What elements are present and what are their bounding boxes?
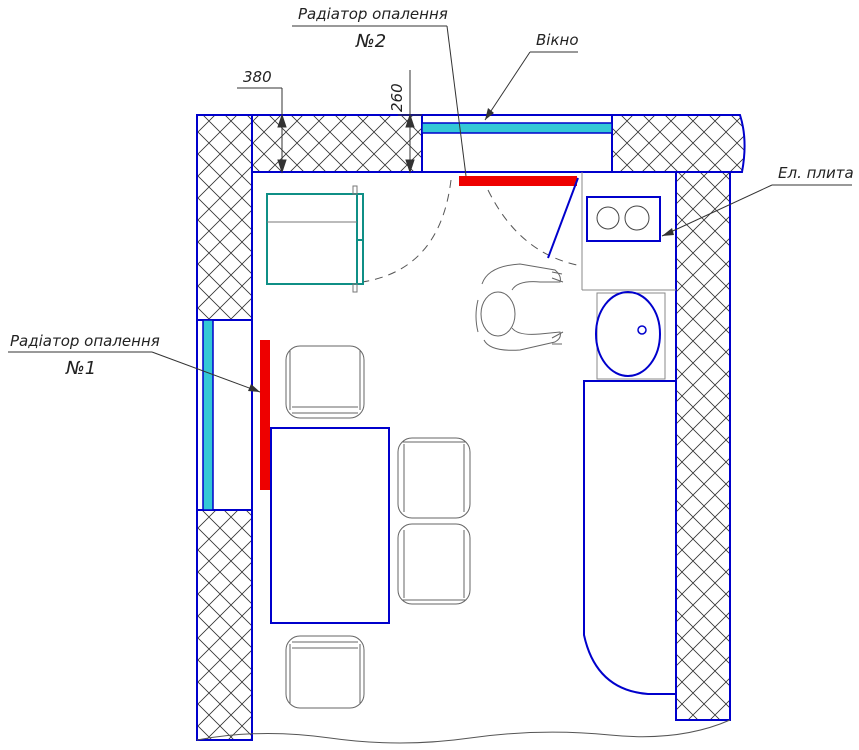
leader-arrow-stove [662,228,674,236]
label-radiator-2-number: №2 [355,31,386,52]
label-stove: Ел. плита [778,164,854,182]
label-radiator-1-number: №1 [65,358,96,379]
window-left-glass [202,319,214,511]
leader-arrow-window [485,108,494,120]
chair-right-lower [397,523,471,605]
wall-left-upper [196,114,253,321]
label-radiator-1-title: Радіатор опалення [10,332,160,350]
chair-right-upper [397,437,471,519]
wall-left-lower [196,509,253,741]
chair-bottom [285,635,365,709]
window-sash-swing-right [487,189,583,267]
label-window: Вікно [536,31,579,49]
wall-top-right [611,114,746,173]
wall-right [675,171,731,721]
radiator-2 [459,176,577,186]
dimension-label-260: 260 [388,83,406,112]
dimension-sill-260 [398,70,422,174]
label-radiator-2-title: Радіатор опалення [298,5,448,23]
electric-stove [547,172,676,291]
leader-lines [8,25,852,393]
sink [595,291,666,380]
window-sash-swing-left [361,179,452,283]
dining-table [270,427,390,624]
break-line-bottom [196,719,731,744]
wall-top-left [251,114,423,173]
radiator-1 [260,340,270,490]
fridge [266,185,364,293]
dimension-label-380: 380 [243,68,272,86]
kitchen-counter [583,380,677,695]
leader-arrow-radiator1 [248,384,260,392]
chair-top [285,345,365,419]
person-top-view [475,263,564,351]
dimension-wall-380 [237,87,287,174]
window-top-glass [421,122,613,134]
